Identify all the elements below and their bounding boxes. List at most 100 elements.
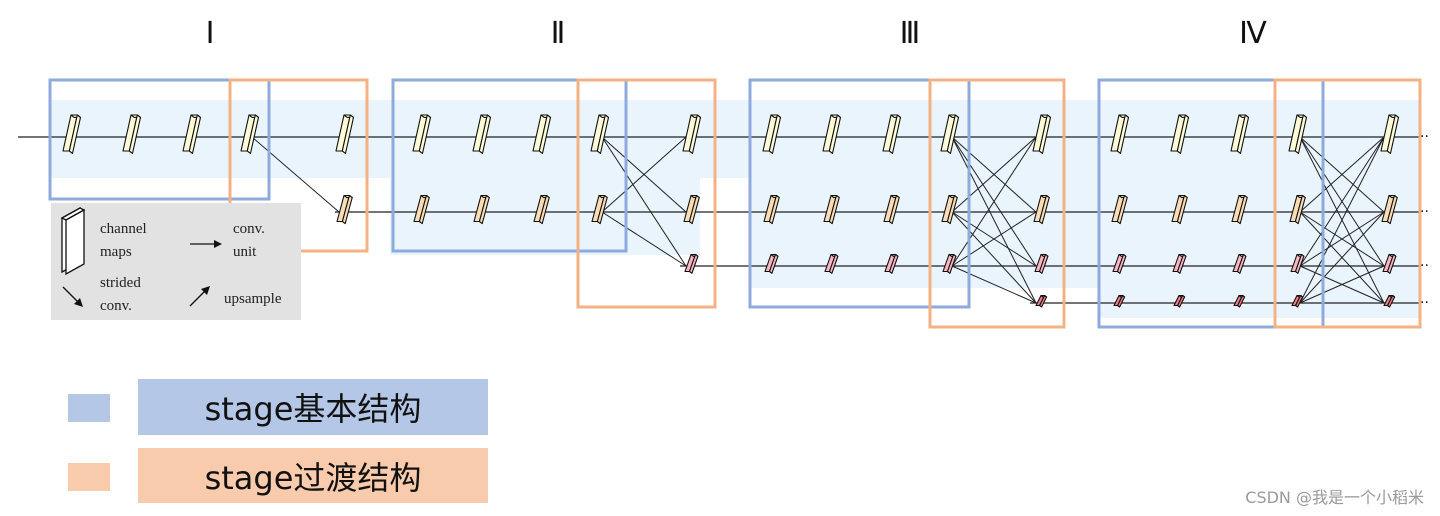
- fusion-link: [1299, 136, 1385, 213]
- channel-map-block: [472, 114, 492, 154]
- channel-map-block-face: [1176, 194, 1188, 225]
- channel-map-block: [1035, 294, 1048, 308]
- stream-continue-2: ··: [1420, 204, 1429, 220]
- channel-map-block: [1380, 114, 1400, 154]
- fusion-link: [951, 136, 1037, 267]
- channel-map-block: [473, 194, 490, 225]
- channel-map-block: [1112, 253, 1127, 274]
- fusion-link: [1299, 136, 1385, 304]
- channel-map-block-face: [1236, 194, 1248, 225]
- channel-map-block: [1172, 253, 1187, 274]
- channel-map-block: [883, 194, 900, 225]
- fusion-link: [1299, 211, 1385, 304]
- channel-map-block: [412, 114, 432, 154]
- channel-map-block: [1173, 294, 1186, 308]
- channel-map-block-face: [478, 114, 492, 154]
- channel-map-block: [1382, 253, 1397, 274]
- stage-basic-frame-3: [748, 78, 971, 309]
- channel-map-block: [1230, 114, 1250, 154]
- channel-map-block: [1110, 114, 1130, 154]
- channel-map-block: [1231, 194, 1248, 225]
- channel-map-block: [590, 114, 610, 154]
- channel-map-block-face: [128, 114, 142, 154]
- channel-map-block-face: [246, 114, 260, 154]
- channel-map-block: [1289, 194, 1306, 225]
- channel-map-block: [884, 253, 899, 274]
- svg-text:maps: maps: [100, 244, 132, 260]
- channel-map-block: [1170, 114, 1190, 154]
- svg-text:conv.: conv.: [100, 298, 132, 314]
- channel-map-block: [532, 114, 552, 154]
- fusion-link: [601, 136, 687, 267]
- channel-map-block: [1383, 294, 1396, 308]
- legend-strided-line1: strided: [100, 275, 141, 291]
- channel-map-block-face: [946, 253, 957, 274]
- channel-map-block-face: [538, 194, 550, 225]
- svg-text:strided: strided: [100, 275, 141, 291]
- channel-map-block-face: [1294, 194, 1306, 225]
- channel-map-block: [882, 114, 902, 154]
- stage-title-4: Ⅳ: [1239, 16, 1267, 51]
- channel-map-block-face: [596, 194, 608, 225]
- channel-map-block: [940, 114, 960, 154]
- channel-map-block-face: [768, 194, 780, 225]
- channel-map-block-face: [1117, 294, 1126, 308]
- channel-map-block: [1291, 294, 1304, 308]
- channel-map-block-face: [768, 253, 779, 274]
- channel-map-block-face: [828, 253, 839, 274]
- stage-frames: [48, 78, 1422, 329]
- channel-map-block-face: [888, 253, 899, 274]
- channel-map-block-face: [1387, 294, 1396, 308]
- channel-map-block-face: [1294, 114, 1308, 154]
- inset-legend-panel: [51, 203, 301, 320]
- legend-channel-line2: maps: [100, 244, 132, 260]
- channel-map-block: [1288, 114, 1308, 154]
- channel-map-block-face: [888, 194, 900, 225]
- channel-map-block-face: [1386, 194, 1398, 225]
- legend-channel-line1: channel: [100, 221, 147, 237]
- channel-map-blocks: [62, 114, 1400, 308]
- channel-map-block-face: [1038, 114, 1052, 154]
- channel-map-block-face: [1177, 294, 1186, 308]
- channel-map-block-face: [1237, 294, 1246, 308]
- channel-map-block: [1032, 114, 1052, 154]
- transition-legend-swatch: [68, 463, 110, 491]
- channel-map-block: [1111, 194, 1128, 225]
- channel-map-block: [1232, 253, 1247, 274]
- channel-map-block-face: [538, 114, 552, 154]
- fusion-link: [1299, 265, 1385, 304]
- channel-map-block-face: [1038, 253, 1049, 274]
- channel-map-block: [413, 194, 430, 225]
- legend-conv-line1: conv.: [233, 221, 265, 237]
- channel-map-block: [62, 114, 82, 154]
- channel-map-block-face: [1236, 114, 1250, 154]
- stage-titles: Ⅰ Ⅱ Ⅲ Ⅳ: [206, 16, 1268, 51]
- channel-map-block: [336, 194, 353, 225]
- channel-map-block: [941, 194, 958, 225]
- channel-map-block-face: [1038, 194, 1050, 225]
- channel-map-block: [240, 114, 260, 154]
- channel-map-block-face: [1236, 253, 1247, 274]
- channel-map-block: [823, 194, 840, 225]
- fusion-link: [601, 211, 687, 267]
- channel-map-block-face: [688, 194, 700, 225]
- channel-map-block: [591, 194, 608, 225]
- channel-map-block-face: [1116, 114, 1130, 154]
- strided-conv-arrow-icon: [62, 286, 83, 307]
- fusion-link: [951, 265, 1037, 304]
- transition-legend-label: stage过渡结构: [138, 448, 488, 503]
- channel-map-block: [1171, 194, 1188, 225]
- svg-text:unit: unit: [233, 244, 257, 260]
- channel-map-block-face: [68, 114, 82, 154]
- fusion-link: [951, 211, 1037, 304]
- stream-continue-3: ··: [1420, 258, 1429, 274]
- fusion-link: [251, 136, 340, 213]
- channel-map-block: [335, 114, 355, 154]
- channel-map-icon: [60, 206, 86, 276]
- stage-title-1: Ⅰ: [206, 16, 215, 51]
- channel-map-block: [763, 194, 780, 225]
- channel-map-block: [1233, 294, 1246, 308]
- channel-map-block: [683, 194, 700, 225]
- stage-basic-frame-4: [1097, 78, 1325, 329]
